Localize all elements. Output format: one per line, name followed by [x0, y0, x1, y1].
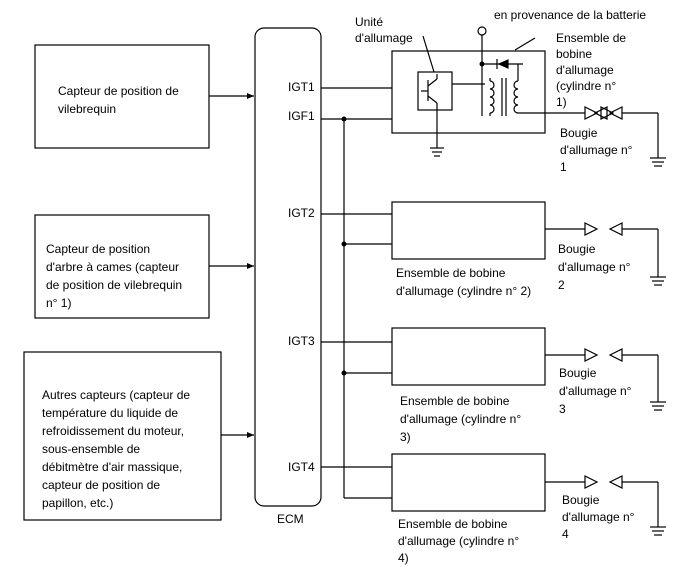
battery-terminal — [477, 26, 487, 36]
coil3-assembly-label: Ensemble de bobine d'allumage (cylindre … — [400, 394, 522, 444]
ecm-pin-igt1: IGT1 — [288, 80, 315, 94]
igniter-label: Unité d'allumage — [355, 15, 413, 45]
plug2-electrode-b — [608, 222, 623, 236]
coil4-box — [391, 453, 546, 512]
ecm-pin-igt3: IGT3 — [288, 334, 315, 348]
ecm-label: ECM — [277, 512, 304, 526]
plug1-label: Bougie d'allumage n° 1 — [560, 126, 633, 174]
coil1-assembly-label: Ensemble de bobine d'allumage (cylindre … — [556, 31, 627, 109]
plug2-electrode-a — [584, 222, 599, 236]
igniter-box — [417, 71, 453, 111]
camshaft-sensor-label: Capteur de position d'arbre à cames (cap… — [46, 242, 183, 310]
other-sensors-label: Autres capteurs (capteur de température … — [42, 388, 191, 510]
battery-label: en provenance de la batterie — [494, 8, 647, 22]
plug3-electrode-a — [584, 348, 599, 362]
plug4-electrode-a — [584, 475, 599, 489]
coil3-box — [391, 327, 546, 386]
secondary-coil — [513, 80, 519, 114]
crankshaft-sensor-label: Capteur de position de vilebrequin — [58, 84, 179, 116]
primary-coil — [489, 80, 495, 114]
ecm-pin-igt2: IGT2 — [288, 206, 315, 220]
other-sensors-box — [23, 351, 222, 521]
ecm-pin-igf1: IGF1 — [288, 109, 315, 123]
plug4-electrode-b — [608, 475, 623, 489]
plug3-electrode-b — [608, 348, 623, 362]
plug1-electrode-a — [584, 106, 599, 120]
junction-dot-1 — [341, 116, 347, 122]
junction-dot-2 — [341, 241, 347, 247]
battery-pointer — [514, 37, 536, 51]
junction-dot-3 — [341, 370, 347, 376]
coil1-box — [391, 50, 546, 134]
coil2-box — [391, 201, 546, 260]
plug2-label: Bougie d'allumage n° 2 — [558, 242, 631, 292]
plug3-label: Bougie d'allumage n° 3 — [559, 366, 632, 416]
diode — [497, 59, 509, 69]
coil4-assembly-label: Ensemble de bobine d'allumage (cylindre … — [398, 517, 520, 565]
coil2-assembly-label: Ensemble de bobine d'allumage (cylindre … — [396, 266, 532, 298]
junction-dot-4 — [479, 61, 485, 67]
ecm-pin-igt4: IGT4 — [288, 460, 315, 474]
igniter-pointer — [422, 35, 435, 73]
ecm-box — [254, 27, 322, 507]
plug4-label: Bougie d'allumage n° 4 — [562, 493, 635, 541]
